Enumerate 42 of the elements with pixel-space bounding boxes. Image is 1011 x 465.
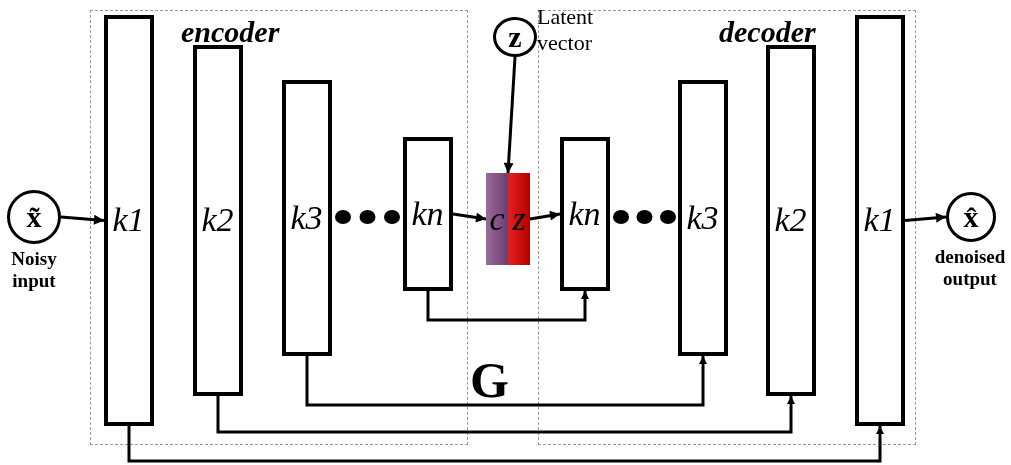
layer-label: c <box>488 199 506 239</box>
layer-label: k3 <box>686 198 719 237</box>
layer-label: k2 <box>774 201 807 239</box>
skip-connection-arrow <box>426 291 589 322</box>
variable-symbol: z <box>508 22 522 52</box>
layer-box <box>103 14 154 426</box>
layer-box <box>192 44 243 396</box>
layer-label: k3 <box>290 198 323 237</box>
skip-connection-arrow <box>127 426 884 463</box>
generator-label: G <box>470 355 509 405</box>
layer-label: z <box>511 199 527 239</box>
layer-label: kn <box>568 194 601 233</box>
section-heading: encoder <box>181 17 280 47</box>
section-heading: decoder <box>719 17 816 47</box>
layer-box <box>281 79 332 356</box>
circle-node <box>7 190 61 244</box>
layer-box <box>402 136 453 291</box>
layer-label: k1 <box>112 201 145 239</box>
arrow <box>904 212 947 223</box>
node-caption: Latent vector <box>537 4 595 56</box>
arrow <box>60 214 105 225</box>
arrow <box>529 210 561 221</box>
layer-box <box>677 79 728 356</box>
layer-box <box>559 136 610 291</box>
node-caption: denoised output <box>933 246 1007 290</box>
arrow <box>452 212 487 223</box>
layer-label: k2 <box>201 201 234 239</box>
layer-box <box>765 44 816 396</box>
layer-label: kn <box>411 194 444 233</box>
dashed-group-frame <box>538 10 916 445</box>
concatenated-vector-block <box>486 173 530 265</box>
skip-connection-arrow <box>216 396 795 434</box>
circle-node <box>493 17 537 57</box>
circle-node <box>946 192 996 242</box>
node-caption: Noisy input <box>10 248 58 292</box>
arrow <box>503 56 517 174</box>
dashed-group-frame <box>90 10 468 445</box>
variable-symbol: x̂ <box>963 202 979 232</box>
layer-box <box>854 14 905 426</box>
layer-label: k1 <box>863 201 896 239</box>
variable-symbol: x̃ <box>26 202 42 232</box>
skip-connection-arrow <box>305 356 707 407</box>
